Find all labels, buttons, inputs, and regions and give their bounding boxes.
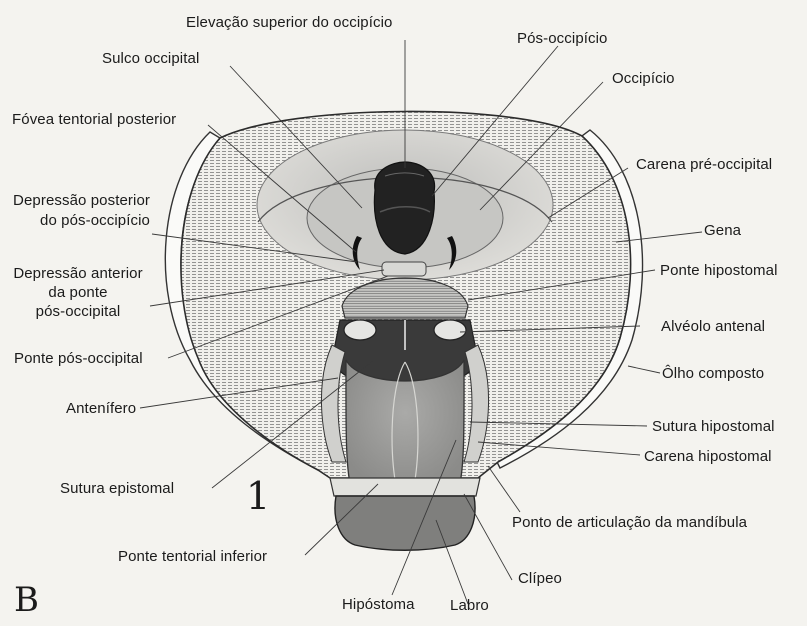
- antennal-socket-right: [434, 320, 466, 340]
- label-gena: Gena: [704, 222, 741, 240]
- label-sutura-epistomal: Sutura epistomal: [60, 480, 174, 498]
- label-fovea-tentorial: Fóvea tentorial posterior: [12, 111, 176, 129]
- figure-number: 1: [246, 474, 270, 518]
- label-depressao-anterior-3: pós-occipital: [4, 303, 152, 321]
- label-olho-composto: Ôlho composto: [662, 365, 764, 383]
- label-depressao-anterior-2: da ponte: [4, 284, 152, 302]
- label-occipicio: Occipício: [612, 70, 675, 88]
- panel-letter: B: [14, 580, 39, 620]
- label-sutura-hipostomal: Sutura hipostomal: [652, 418, 775, 436]
- label-clipeo: Clípeo: [518, 570, 562, 588]
- label-antenifero: Antenífero: [66, 400, 136, 418]
- antennal-socket-left: [344, 320, 376, 340]
- label-depressao-posterior-1: Depressão posterior: [4, 192, 150, 210]
- label-sulco-occipital: Sulco occipital: [102, 50, 199, 68]
- labrum: [335, 496, 475, 550]
- label-depressao-anterior-1: Depressão anterior: [4, 265, 152, 283]
- label-labro: Labro: [450, 597, 489, 615]
- label-alveolo-antenal: Alvéolo antenal: [661, 318, 765, 336]
- label-carena-hipostomal: Carena hipostomal: [644, 448, 772, 466]
- label-pos-occipicio: Pós-occipício: [517, 30, 608, 48]
- clypeus: [330, 478, 480, 496]
- label-ponto-articulacao: Ponto de articulação da mandíbula: [512, 514, 747, 532]
- label-hipostoma: Hipóstoma: [342, 596, 415, 614]
- label-ponte-pos-occipital: Ponte pós-occipital: [14, 350, 143, 368]
- label-depressao-posterior-2: do pós-occipício: [4, 212, 150, 230]
- postoccipital-bridge: [382, 262, 426, 276]
- label-ponte-hipostomal: Ponte hipostomal: [660, 262, 778, 280]
- label-elevacao-superior: Elevação superior do occipício: [186, 14, 392, 32]
- label-carena-pre-occipital: Carena pré-occipital: [636, 156, 772, 174]
- label-ponte-tentorial-inferior: Ponte tentorial inferior: [118, 548, 267, 566]
